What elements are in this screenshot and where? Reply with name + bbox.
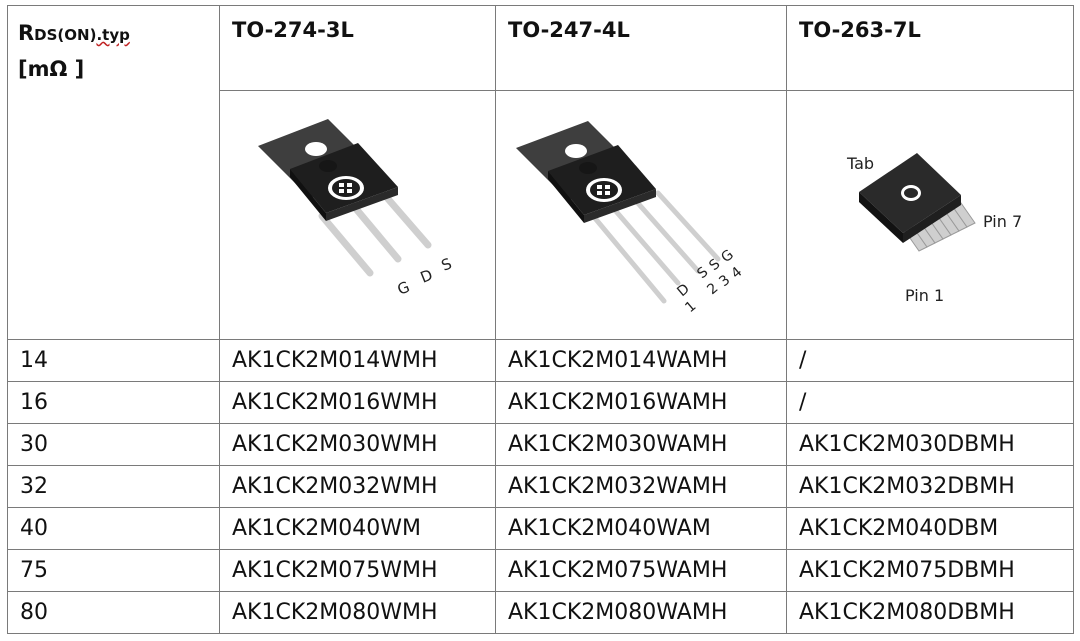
to263-pin7-label: Pin 7 [983, 212, 1022, 231]
part-to263: / [799, 348, 807, 373]
table-row: 32 AK1CK2M032WMH AK1CK2M032WAMH AK1CK2M0… [7, 465, 1074, 508]
package-title-to263: TO-263-7L [799, 18, 921, 42]
rds-value: 80 [20, 600, 48, 625]
part-to274: AK1CK2M030WMH [232, 432, 438, 457]
part-to247: AK1CK2M080WAMH [508, 600, 728, 625]
part-to263: AK1CK2M030DBMH [799, 432, 1015, 457]
part-to247: AK1CK2M016WAMH [508, 390, 728, 415]
rds-unit: [mΩ ] [18, 57, 85, 81]
package-header-to247: TO-247-4L [495, 5, 787, 91]
rds-header-label: RDS(ON).typ [mΩ ] [8, 6, 219, 86]
rds-value: 40 [20, 516, 48, 541]
rds-value: 14 [20, 348, 48, 373]
to247-leads [591, 190, 721, 304]
image-cell-to263: Tab Pin 7 Pin 1 [786, 90, 1074, 340]
rds-header-cell: RDS(ON).typ [mΩ ] [7, 5, 220, 340]
image-cell-to274: G D S [219, 90, 496, 340]
part-to274: AK1CK2M014WMH [232, 348, 438, 373]
part-to263: AK1CK2M075DBMH [799, 558, 1015, 583]
to274-pin-g: G [395, 278, 413, 299]
to274-mounting-hole [305, 142, 327, 156]
package-title-to247: TO-247-4L [508, 18, 630, 42]
part-to247: AK1CK2M075WAMH [508, 558, 728, 583]
table-row: 14 AK1CK2M014WMH AK1CK2M014WAMH / [7, 339, 1074, 382]
part-to274: AK1CK2M016WMH [232, 390, 438, 415]
to274-package-image: G D S [258, 119, 455, 299]
rds-value: 16 [20, 390, 48, 415]
rds-typ: .typ [96, 26, 130, 44]
part-to263: AK1CK2M080DBMH [799, 600, 1015, 625]
part-to263: AK1CK2M032DBMH [799, 474, 1015, 499]
table-row: 75 AK1CK2M075WMH AK1CK2M075WAMH AK1CK2M0… [7, 549, 1074, 592]
to247-pin-s2: S [706, 256, 723, 274]
part-to274: AK1CK2M080WMH [232, 600, 438, 625]
part-to274: AK1CK2M040WM [232, 516, 421, 541]
part-to247: AK1CK2M014WAMH [508, 348, 728, 373]
to263-tab-label: Tab [846, 154, 874, 173]
part-to274: AK1CK2M075WMH [232, 558, 438, 583]
to263-pin1-label: Pin 1 [905, 286, 944, 305]
table-row: 40 AK1CK2M040WM AK1CK2M040WAM AK1CK2M040… [7, 507, 1074, 550]
header-row: RDS(ON).typ [mΩ ] TO-274-3L TO-247-4L TO… [7, 5, 1074, 340]
rds-value: 32 [20, 474, 48, 499]
to274-leads [318, 188, 432, 277]
to247-pin-num-2: 2 [704, 280, 721, 298]
package-title-to274: TO-274-3L [232, 18, 354, 42]
part-to263: AK1CK2M040DBM [799, 516, 999, 541]
to263-package-image: Tab Pin 7 Pin 1 [846, 153, 1022, 305]
package-header-to263: TO-263-7L [786, 5, 1074, 91]
part-to263: / [799, 390, 807, 415]
to274-pin-d: D [418, 266, 435, 287]
package-header-to274: TO-274-3L [219, 5, 496, 91]
part-to274: AK1CK2M032WMH [232, 474, 438, 499]
rds-subscript: DS(ON) [34, 26, 97, 44]
table-row: 30 AK1CK2M030WMH AK1CK2M030WAMH AK1CK2M0… [7, 423, 1074, 466]
to247-pin-num-4: 4 [728, 264, 745, 282]
rds-value: 75 [20, 558, 48, 583]
part-to247: AK1CK2M040WAM [508, 516, 711, 541]
to247-pin-s1: S [694, 264, 711, 282]
part-to247: AK1CK2M030WAMH [508, 432, 728, 457]
to247-package-image: D S S G 1 2 3 4 [516, 121, 745, 316]
to247-pin-num-3: 3 [716, 272, 733, 290]
rds-symbol: R [18, 21, 35, 45]
to247-pin-num-1: 1 [682, 298, 699, 316]
table-row: 80 AK1CK2M080WMH AK1CK2M080WAMH AK1CK2M0… [7, 591, 1074, 634]
product-table: RDS(ON).typ [mΩ ] TO-274-3L TO-247-4L TO… [7, 5, 1074, 634]
part-to247: AK1CK2M032WAMH [508, 474, 728, 499]
image-cell-to247: D S S G 1 2 3 4 [495, 90, 787, 340]
to247-mounting-hole [565, 144, 587, 158]
to274-pin-s: S [439, 254, 455, 274]
image-row: G D S [8, 90, 1074, 340]
to247-pin-g: G [718, 247, 737, 266]
table-row: 16 AK1CK2M016WMH AK1CK2M016WAMH / [7, 381, 1074, 424]
rds-value: 30 [20, 432, 48, 457]
